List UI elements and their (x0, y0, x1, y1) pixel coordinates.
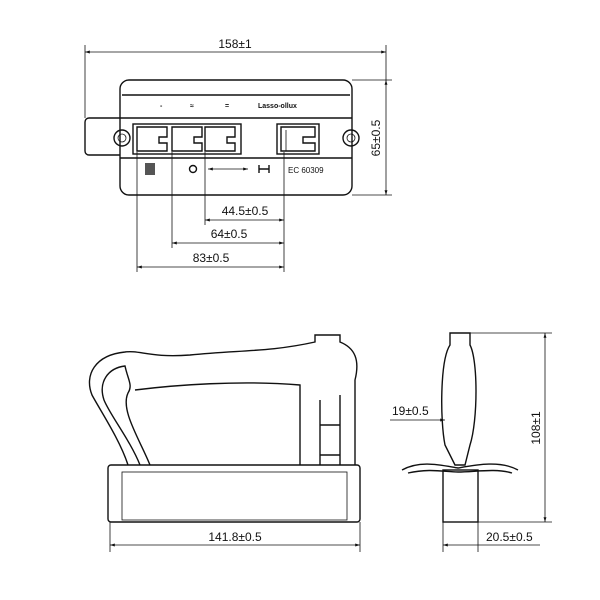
top-label: Lasso-ollux (258, 103, 297, 110)
h-bar-icon (258, 165, 270, 173)
hatch-mark (145, 163, 155, 175)
overall-height-dimension: 108±1 (529, 411, 543, 445)
side-view: 141.8±0.5 (88, 334, 361, 552)
svg-text:-: - (160, 103, 163, 110)
screw-icon (113, 129, 131, 147)
circle-mark (188, 164, 198, 174)
pitch-dimension-3: 83±0.5 (193, 251, 230, 265)
pitch-dimension-1: 44.5±0.5 (222, 204, 269, 218)
pitch-dimension-2: 64±0.5 (211, 227, 248, 241)
base-length-dimension: 141.8±0.5 (208, 530, 262, 544)
svg-text:≈: ≈ (190, 103, 194, 110)
top-view: 158±1 - ≈ = Lasso-ollux EC 60309 65±0.5 (84, 37, 392, 272)
overall-width-dimension: 158±1 (218, 37, 252, 51)
standard-label: EC 60309 (288, 166, 324, 175)
end-view: 108±1 19±0.5 20.5±0.5 (390, 332, 552, 552)
screw-icon (342, 129, 360, 147)
connector-slots (136, 126, 316, 152)
base-width-dimension: 20.5±0.5 (486, 530, 533, 544)
height-dimension: 65±0.5 (369, 119, 383, 156)
svg-text:=: = (225, 103, 229, 110)
side-offset-dimension: 19±0.5 (392, 404, 429, 418)
